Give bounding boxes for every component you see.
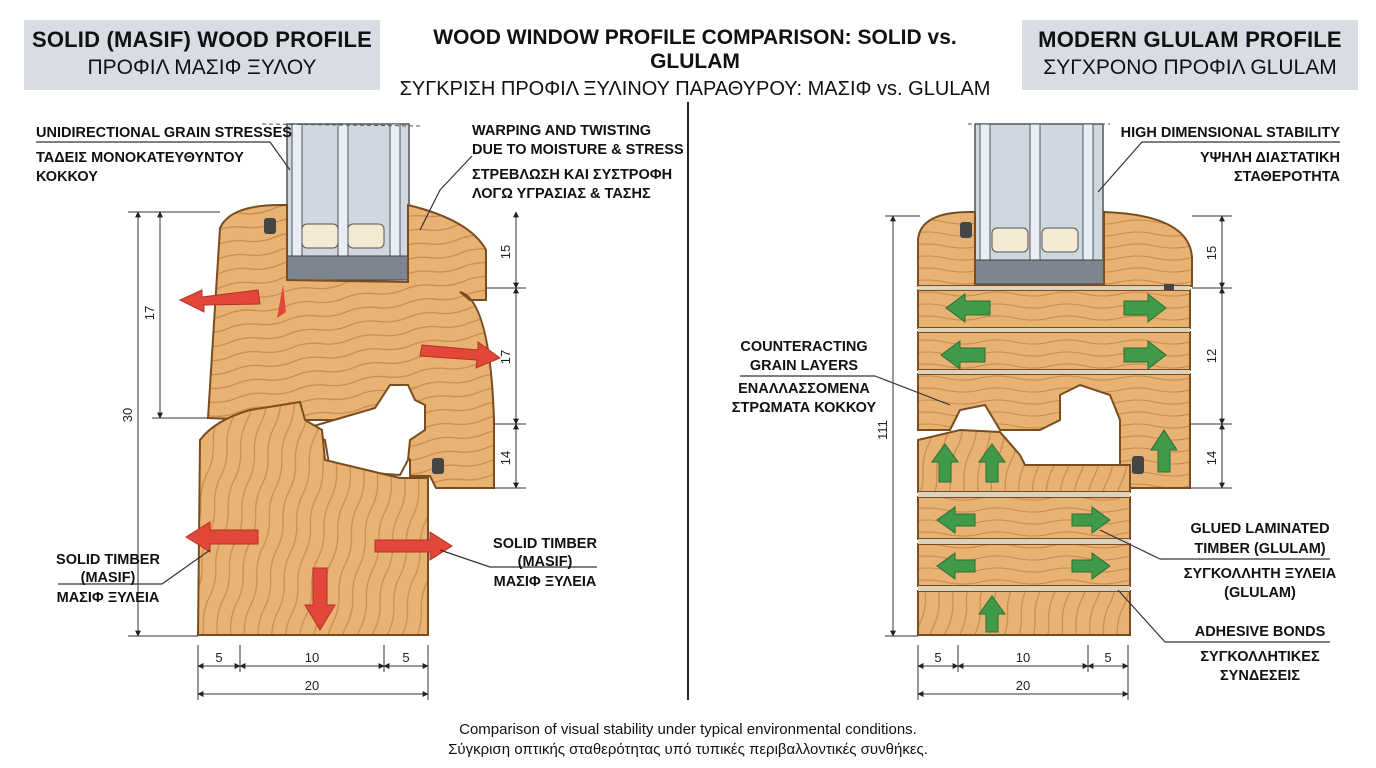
green-balance-arrows xyxy=(931,292,1178,633)
left-header-title: SOLID (MASIF) WOOD PROFILE xyxy=(31,27,373,52)
left-header-subtitle: ΠΡΟΦΙΛ ΜΑΣΙΦ ΞΥΛΟΥ xyxy=(87,56,317,79)
right-solid-label-en2: (MASIF) xyxy=(518,554,573,570)
right-header-title: MODERN GLULAM PROFILE xyxy=(1038,27,1342,52)
stability-label-en: HIGH DIMENSIONAL STABILITY xyxy=(1121,125,1341,141)
main-title-en: WOOD WINDOW PROFILE COMPARISON: SOLID vs… xyxy=(433,26,957,73)
glulam-label-en2: TIMBER (GLULAM) xyxy=(1194,541,1325,557)
left-grain-label-en: UNIDIRECTIONAL GRAIN STRESSES xyxy=(36,125,292,141)
stability-label-gr1: ΥΨΗΛΗ ΔΙΑΣΤΑΤΙΚΗ xyxy=(1200,150,1340,166)
adhesive-label-gr1: ΣΥΓΚΟΛΛΗΤΙΚΕΣ xyxy=(1200,649,1320,665)
left-dim-w-right: 5 xyxy=(402,650,409,665)
right-solid-label-en1: SOLID TIMBER xyxy=(493,536,597,552)
right-dim-middle: 12 xyxy=(1204,349,1219,363)
right-dim-bottom: 14 xyxy=(1204,451,1219,465)
left-warp-label-en1: WARPING AND TWISTING xyxy=(472,123,651,139)
adhesive-label-gr2: ΣΥΝΔΕΣΕΙΣ xyxy=(1220,668,1300,684)
left-dim-sash: 17 xyxy=(142,306,157,320)
red-stress-arrows xyxy=(178,289,502,631)
glulam-label-gr1: ΣΥΓΚΟΛΛΗΤΗ ΞΥΛΕΙΑ xyxy=(1184,566,1337,582)
counter-label-en2: GRAIN LAYERS xyxy=(750,358,859,374)
left-warp-label-gr2: ΛΟΓΩ ΥΓΡΑΣΙΑΣ & ΤΑΣΗΣ xyxy=(472,186,651,202)
main-title-gr: ΣΥΓΚΡΙΣΗ ΠΡΟΦΙΛ ΞΥΛΙΝΟΥ ΠΑΡΑΘΥΡΟΥ: ΜΑΣΙΦ… xyxy=(399,78,991,100)
solid-profile: 30 17 15 17 14 5 10 5 20 UNIDIRECTIONAL … xyxy=(36,123,684,700)
right-header: MODERN GLULAM PROFILE ΣΥΓΧΡΟΝΟ ΠΡΟΦΙΛ GL… xyxy=(1022,20,1358,90)
left-dim-w-left: 5 xyxy=(215,650,222,665)
left-dim-bottom: 14 xyxy=(498,451,513,465)
adhesive-label-en: ADHESIVE BONDS xyxy=(1195,624,1326,640)
left-dim-top: 15 xyxy=(498,245,513,259)
left-solid-label-en1: SOLID TIMBER xyxy=(56,552,160,568)
glulam-label-en1: GLUED LAMINATED xyxy=(1190,521,1329,537)
stability-label-gr2: ΣΤΑΘΕΡΟΤΗΤΑ xyxy=(1234,169,1341,185)
counter-label-gr1: ΕΝΑΛΛΑΣΣΟΜΕΝΑ xyxy=(738,381,870,397)
right-dim-total: 111 xyxy=(875,420,890,440)
right-dim-w-left: 5 xyxy=(934,650,941,665)
left-frame xyxy=(196,400,429,636)
right-dim-w-mid: 10 xyxy=(1016,650,1030,665)
right-dim-w-total: 20 xyxy=(1016,678,1030,693)
left-grain-label-gr2: ΚΟΚΚΟΥ xyxy=(36,169,98,185)
right-header-subtitle: ΣΥΓΧΡΟΝΟ ΠΡΟΦΙΛ GLULAM xyxy=(1043,56,1337,79)
footer-caption-en: Comparison of visual stability under typ… xyxy=(459,721,917,738)
footer-caption: Comparison of visual stability under typ… xyxy=(0,720,1376,760)
glulam-label-gr2: (GLULAM) xyxy=(1224,585,1296,601)
counter-label-gr2: ΣΤΡΩΜΑΤΑ ΚΟΚΚΟΥ xyxy=(732,400,877,416)
left-solid-label-gr: ΜΑΣΙΦ ΞΥΛΕΙΑ xyxy=(57,590,160,606)
left-warp-label-gr1: ΣΤΡΕΒΛΩΣΗ ΚΑΙ ΣΥΣΤΡΟΦΗ xyxy=(472,167,672,183)
footer-caption-gr: Σύγκριση οπτικής σταθερότητας υπό τυπικέ… xyxy=(448,741,928,758)
right-solid-label-gr: ΜΑΣΙΦ ΞΥΛΕΙΑ xyxy=(494,574,597,590)
glulam-profile: 111 15 12 14 5 10 5 20 HIGH DIMENSIONAL … xyxy=(732,123,1341,700)
main-title: WOOD WINDOW PROFILE COMPARISON: SOLID vs… xyxy=(390,26,1000,101)
left-dim-w-mid: 10 xyxy=(305,650,319,665)
left-dim-w-total: 20 xyxy=(305,678,319,693)
counter-label-en1: COUNTERACTING xyxy=(740,339,867,355)
left-dim-total: 30 xyxy=(120,408,135,422)
left-warp-label-en2: DUE TO MOISTURE & STRESS xyxy=(472,142,684,158)
left-grain-label-gr1: ΤΑΔΕΙΣ ΜΟΝΟΚΑΤΕΥΘΥΝΤΟΥ xyxy=(36,150,244,166)
left-solid-label-en2: (MASIF) xyxy=(81,570,136,586)
left-dimensions xyxy=(128,211,526,700)
left-header: SOLID (MASIF) WOOD PROFILE ΠΡΟΦΙΛ ΜΑΣΙΦ … xyxy=(24,20,380,90)
left-dim-middle: 17 xyxy=(498,350,513,364)
left-glazing xyxy=(261,123,421,281)
right-dim-top: 15 xyxy=(1204,246,1219,260)
right-dimensions xyxy=(885,215,1232,700)
right-glazing xyxy=(968,123,1110,285)
right-dim-w-right: 5 xyxy=(1104,650,1111,665)
